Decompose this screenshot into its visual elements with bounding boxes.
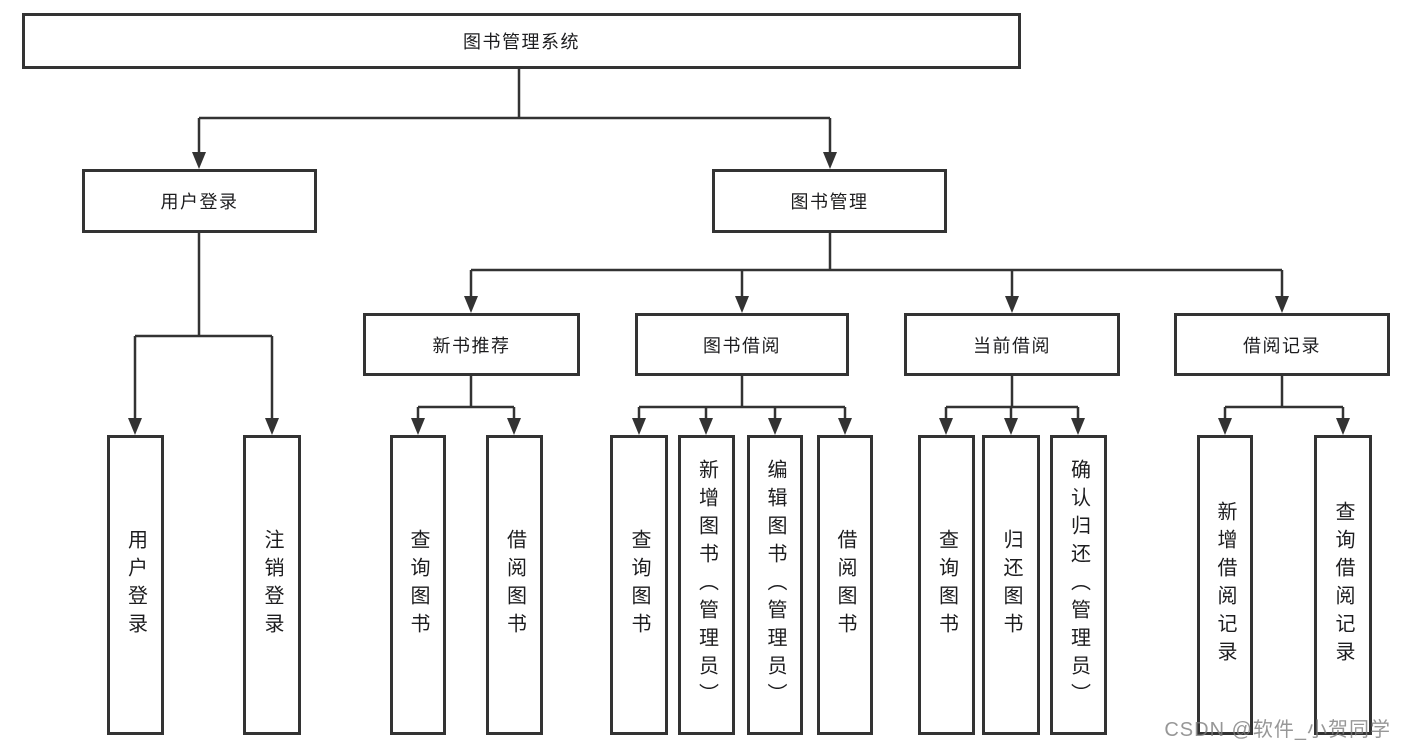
leaf-return-books: 归还图书 <box>982 435 1040 735</box>
node-user-login: 用户登录 <box>82 169 317 233</box>
csdn-watermark: CSDN @软件_小贺同学 <box>1164 719 1391 741</box>
leaf-borrow-books-borrowing: 借阅图书 <box>817 435 873 735</box>
leaf-add-book-admin: 新增图书（管理员） <box>678 435 735 735</box>
node-borrowing-records: 借阅记录 <box>1174 313 1390 376</box>
node-current-borrowing: 当前借阅 <box>904 313 1120 376</box>
leaf-edit-book-admin: 编辑图书（管理员） <box>747 435 803 735</box>
arrow-down-icons <box>128 152 1350 435</box>
leaf-query-borrow-record: 查询借阅记录 <box>1314 435 1372 735</box>
node-new-book-recommendation: 新书推荐 <box>363 313 580 376</box>
leaf-borrow-books-recommend: 借阅图书 <box>486 435 543 735</box>
leaf-query-books-borrowing: 查询图书 <box>610 435 668 735</box>
leaf-query-books-recommend: 查询图书 <box>390 435 446 735</box>
leaf-query-books-current: 查询图书 <box>918 435 975 735</box>
leaf-user-login: 用户登录 <box>107 435 164 735</box>
node-library-management-system: 图书管理系统 <box>22 13 1021 69</box>
leaf-add-borrow-record: 新增借阅记录 <box>1197 435 1253 735</box>
node-book-management: 图书管理 <box>712 169 947 233</box>
node-book-borrowing: 图书借阅 <box>635 313 849 376</box>
leaf-logout: 注销登录 <box>243 435 301 735</box>
leaf-confirm-return-admin: 确认归还（管理员） <box>1050 435 1107 735</box>
